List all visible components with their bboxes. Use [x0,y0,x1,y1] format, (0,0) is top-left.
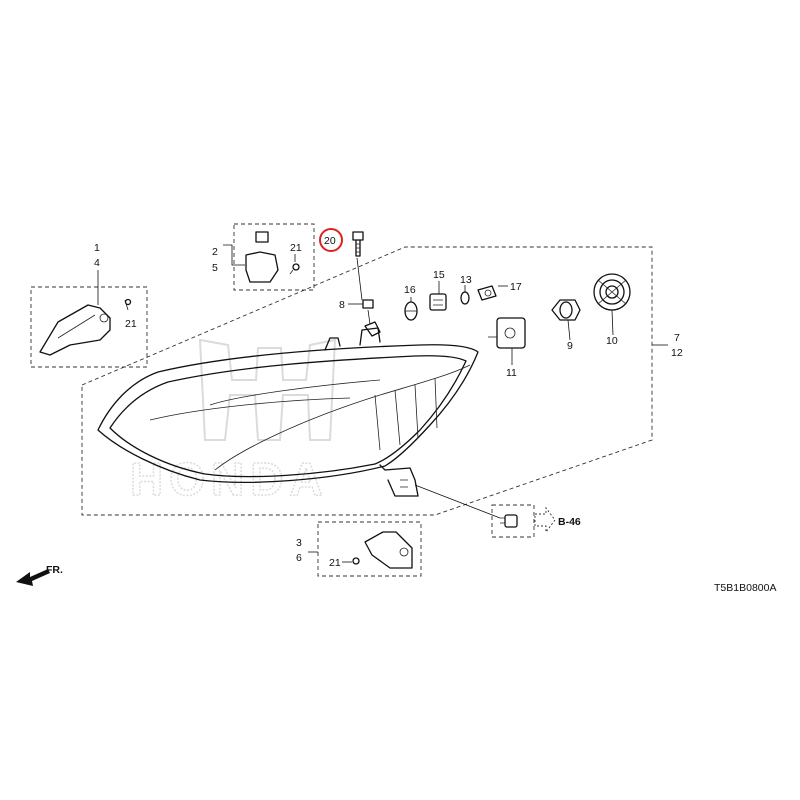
ref-arrow-icon [534,506,556,534]
assembly-frame [81,246,653,516]
callout-21-lower: 21 [329,557,341,569]
actuator-11 [488,317,526,349]
headlight-housing [97,327,479,497]
callout-1: 1 [94,242,100,254]
callout-10: 10 [606,335,618,347]
bolt-20 [352,231,364,257]
connector-bolt [500,514,518,528]
front-arrow-icon: FR. [16,564,63,586]
upper-bracket [245,231,300,283]
ref-label: B-46 [558,516,581,528]
callout-5: 5 [212,262,218,274]
bracket-frame [30,286,148,368]
connector-frame [491,504,535,538]
callout-2: 2 [212,246,218,258]
callout-11: 11 [506,367,517,379]
callout-20-highlight [319,228,343,252]
callout-20: 20 [324,235,336,247]
callout-3: 3 [296,537,302,549]
callout-13: 13 [460,274,472,286]
bulb-16 [404,301,418,321]
callout-16: 16 [404,284,416,296]
side-bracket [39,298,132,356]
dust-cover-10 [593,273,631,311]
callout-12: 12 [671,347,683,359]
socket-17 [477,285,497,301]
diagram-code: T5B1B0800A [714,582,776,594]
watermark-text: HONDA [130,453,329,505]
callout-4: 4 [94,257,100,269]
callout-17: 17 [510,281,522,293]
callout-8: 8 [339,299,345,311]
lower-bracket [352,531,413,569]
upper-bracket-frame [233,223,315,291]
front-label: FR. [46,564,63,576]
bulb-13 [460,291,470,305]
callout-21-side: 21 [125,318,137,330]
lower-bracket-frame [317,521,422,577]
callout-6: 6 [296,552,302,564]
callout-9: 9 [567,340,573,352]
callout-15: 15 [433,269,445,281]
clip-8 [362,299,381,337]
callout-21-upper: 21 [290,242,302,254]
callout-7: 7 [674,332,680,344]
bulb-9 [551,299,581,321]
socket-15 [429,293,447,311]
